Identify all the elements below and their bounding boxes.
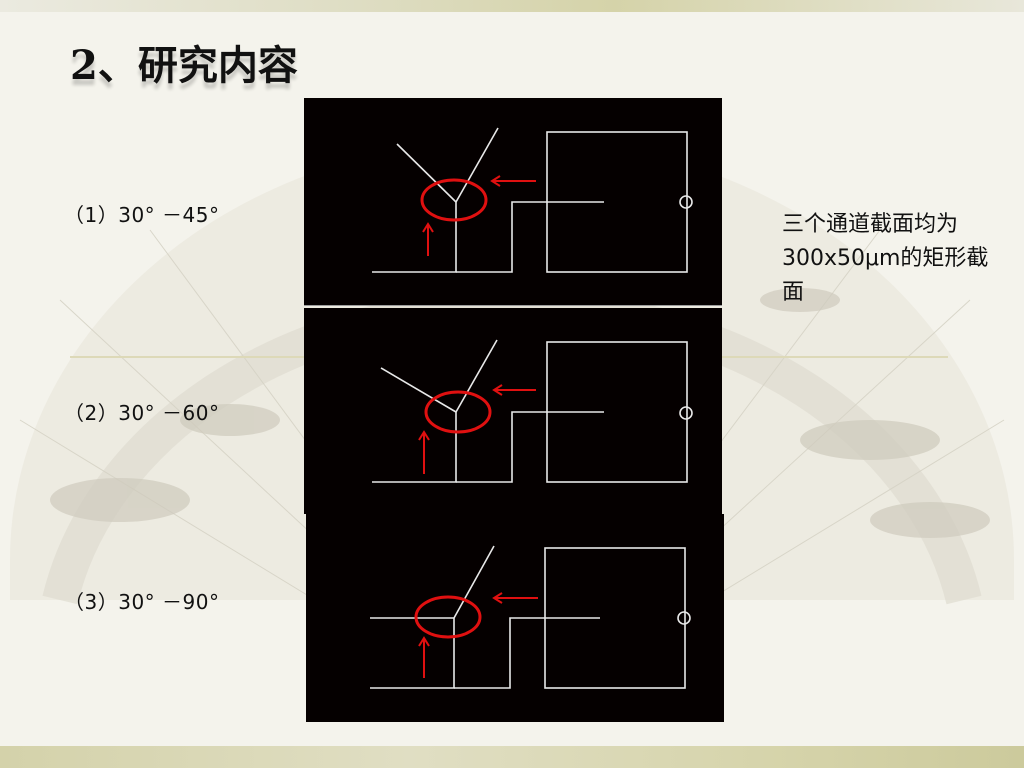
angle-label-3: （3）30° －90° (64, 590, 220, 614)
branch-right-line (455, 127, 499, 203)
inlet-channel-line (372, 412, 457, 483)
slide-title: 2、研究内容 (70, 42, 298, 89)
branch-left-line (396, 143, 457, 203)
inlet-channel-line (370, 618, 455, 689)
chamber-rect (546, 131, 688, 273)
junction-highlight-ellipse (420, 178, 488, 222)
branch-right-line (453, 545, 495, 619)
outlet-channel-line (456, 201, 604, 273)
junction-highlight-ellipse (424, 390, 492, 434)
cross-section-note: 三个通道截面均为300x50μm的矩形截面 (782, 212, 989, 305)
angle-label-1: （1）30° －45° (64, 203, 220, 227)
bottom-decorative-band (0, 746, 1024, 768)
panel-divider (304, 305, 722, 306)
channel-diagram-2 (304, 308, 722, 514)
outlet-channel-line (454, 617, 600, 689)
inlet-channel-line (372, 220, 457, 273)
angle-label-2: （2）30° －60° (64, 401, 220, 425)
outlet-channel-line (456, 411, 604, 483)
channel-diagram-3 (306, 514, 724, 722)
top-decorative-band (0, 0, 1024, 12)
port-circle (677, 611, 691, 625)
port-circle (679, 195, 693, 209)
channel-diagram-1 (304, 98, 722, 306)
chamber-rect (546, 341, 688, 483)
branch-left-line (380, 367, 457, 413)
port-circle (679, 406, 693, 420)
branch-right-line (455, 339, 498, 413)
junction-highlight-ellipse (414, 595, 482, 639)
chamber-rect (544, 547, 686, 689)
